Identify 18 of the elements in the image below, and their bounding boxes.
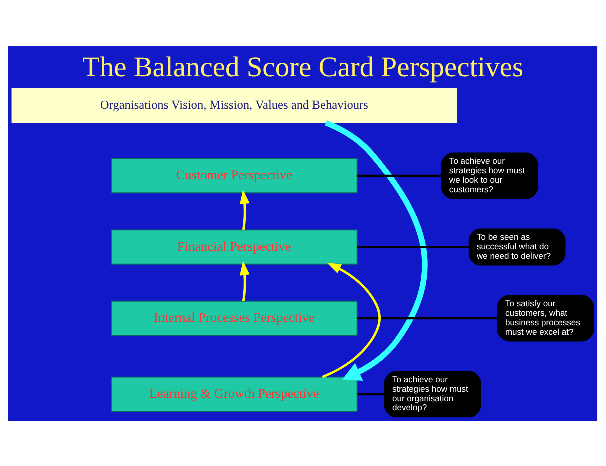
- connector: [358, 316, 498, 320]
- connector: [358, 392, 385, 396]
- arrow: [240, 189, 250, 230]
- node-box: To be seen as successful what do we need to deliver?: [468, 228, 566, 266]
- arrow: [325, 120, 428, 380]
- arrow: [322, 262, 381, 378]
- node-box: Learning & Growth Perspective: [111, 376, 358, 412]
- node-box: To achieve our strategies how must we look to our customers?: [441, 152, 538, 199]
- node-box: Internal Processes Perspective: [111, 300, 358, 336]
- node-box: Financial Perspective: [111, 229, 358, 264]
- node-box: Organisations Vision, Mission, Values and Behaviours: [12, 88, 458, 123]
- node-box: Customer Perspective: [111, 158, 358, 194]
- node-box: To satisfy our customers, what business processes must we excel at?: [497, 294, 594, 342]
- arrow: [240, 260, 250, 301]
- node-box: To achieve our strategies how must our organisation develop?: [384, 370, 482, 418]
- diagram-title: The Balanced Score Card Perspectives: [82, 52, 524, 83]
- connector: [357, 174, 442, 177]
- connector: [357, 246, 470, 248]
